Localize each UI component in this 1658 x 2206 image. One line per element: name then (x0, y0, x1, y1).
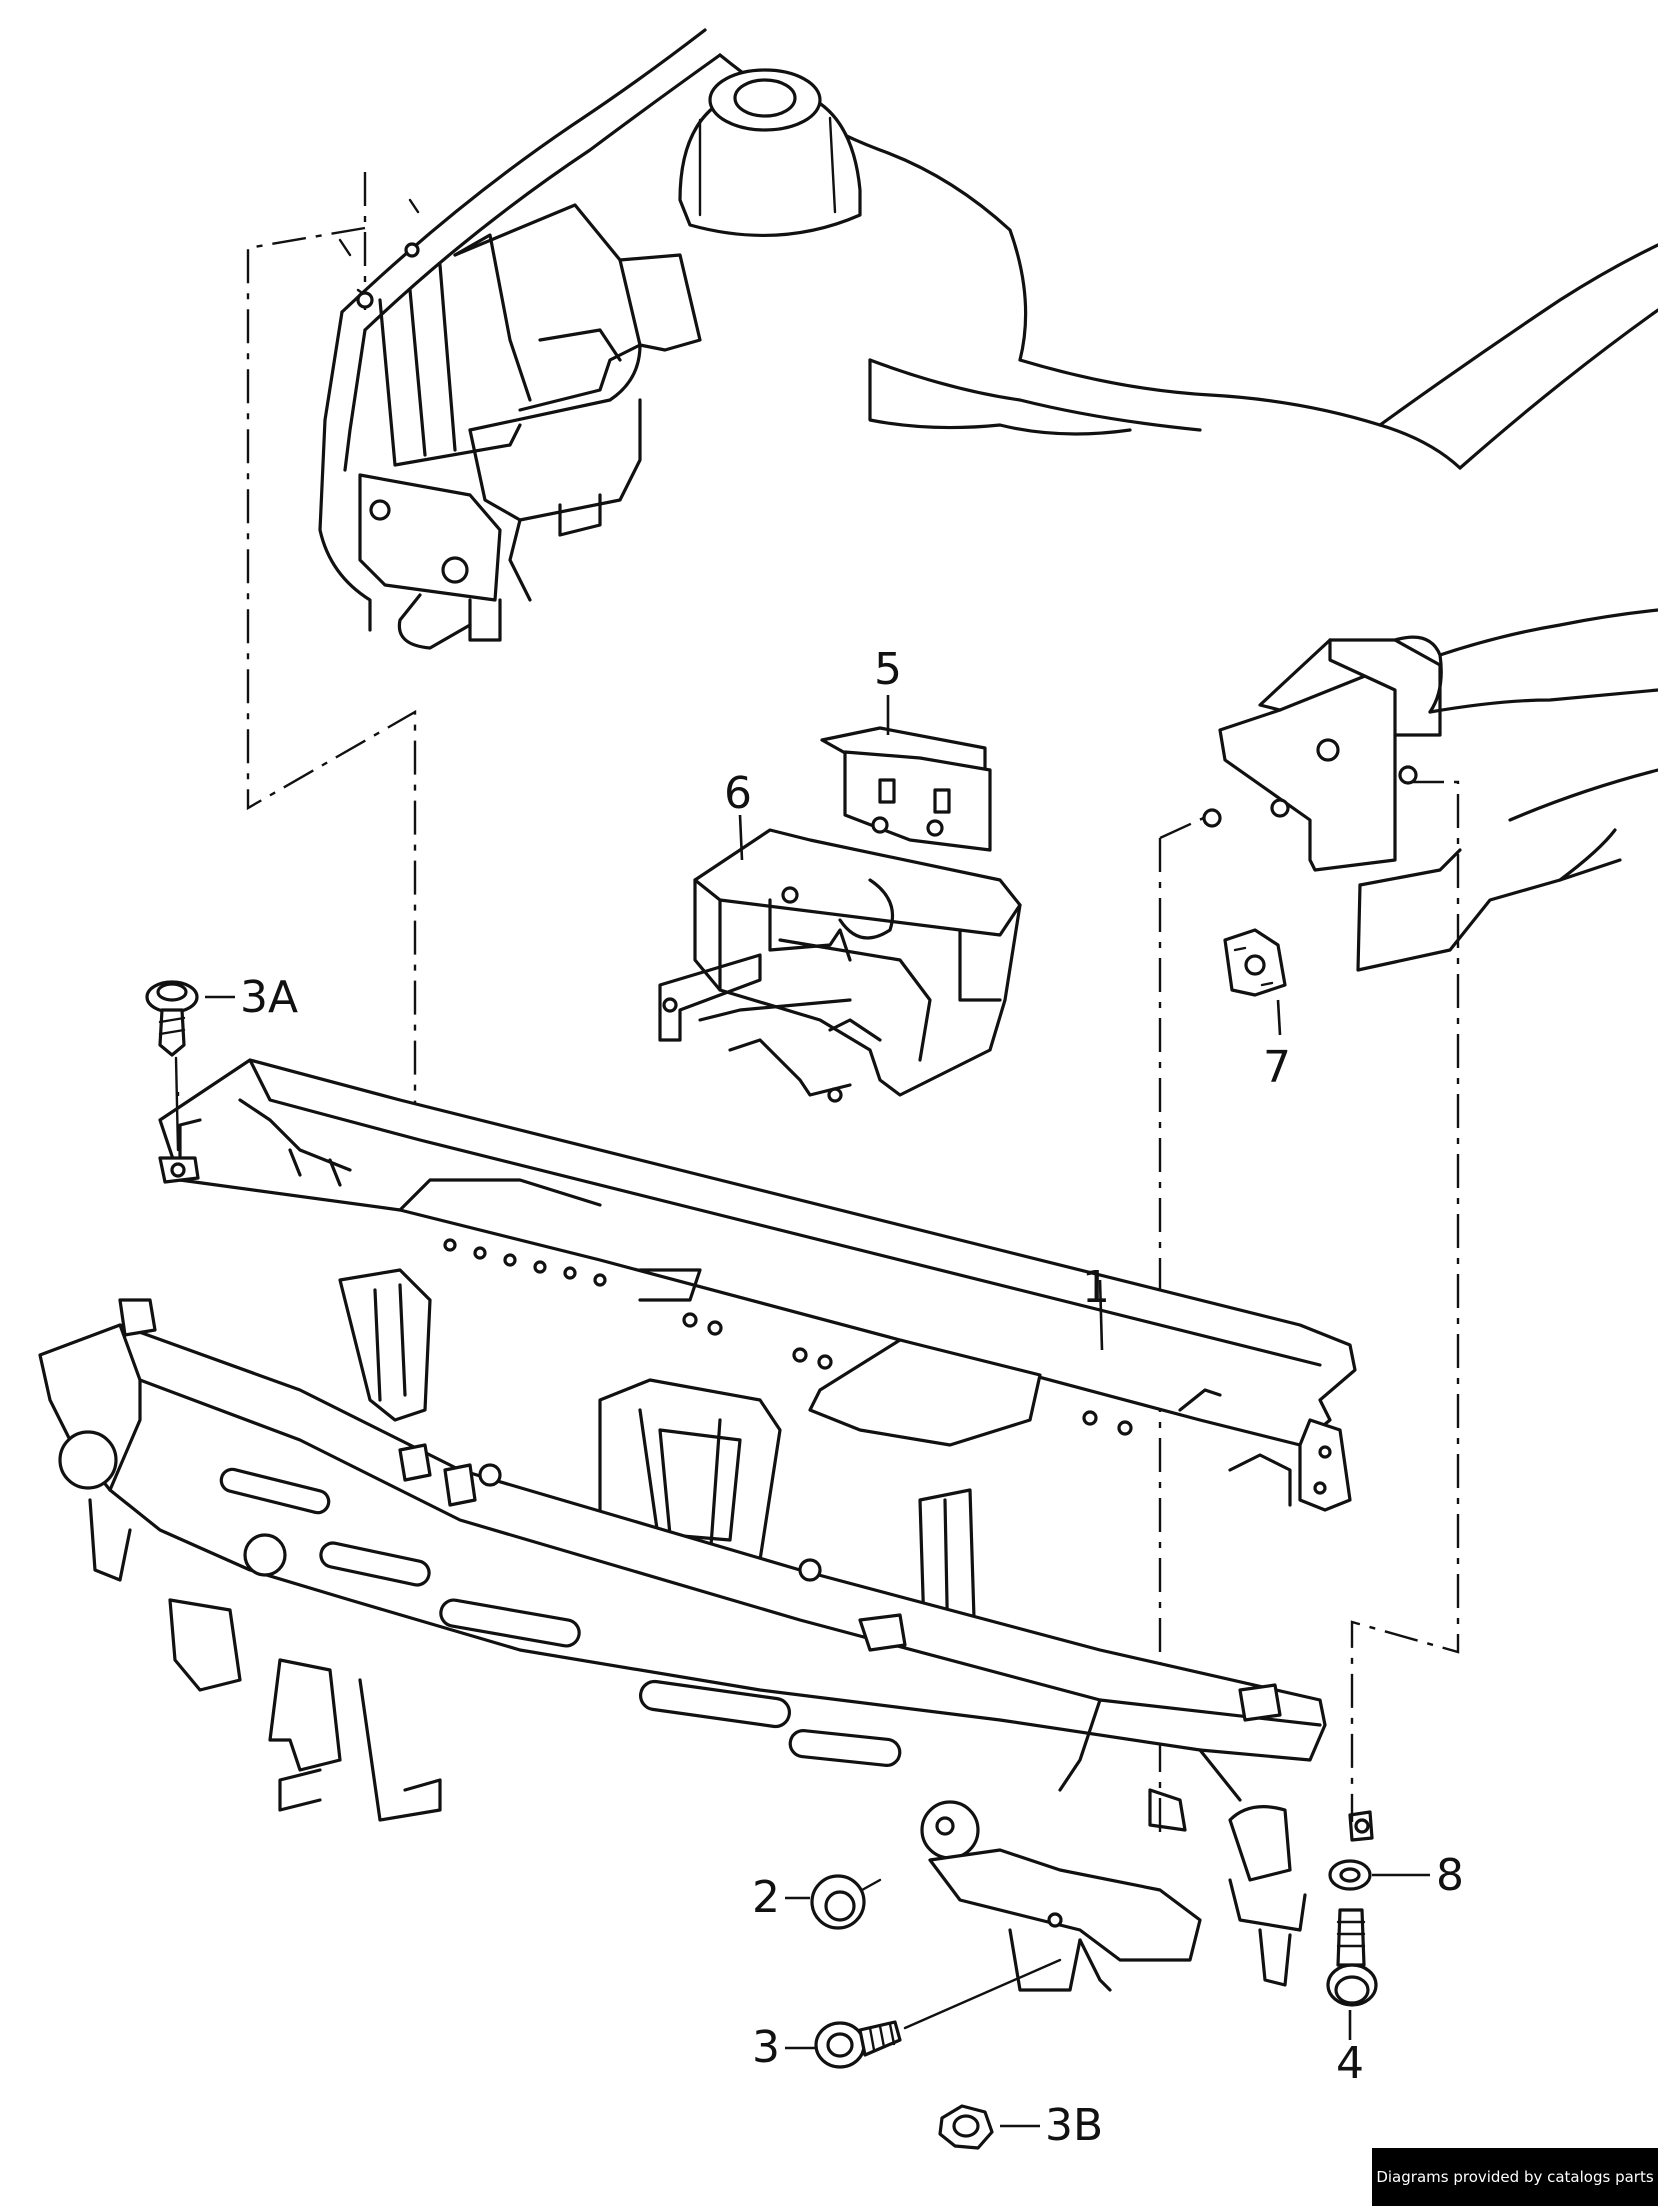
credit-banner: Diagrams provided by catalogs parts (1372, 2148, 1658, 2206)
fastener-3-bolt (814, 1958, 1062, 2069)
callout-7: 7 (1263, 1042, 1291, 1093)
callout-2: 2 (752, 1872, 780, 1923)
fastener-2-nut (810, 1874, 882, 1930)
fastener-3A-screw (145, 980, 199, 1152)
fastener-3B-nut (938, 2104, 994, 2150)
body-structure-right (1202, 608, 1658, 972)
body-structure-upper (318, 28, 1658, 650)
part-7-clip-nut (1223, 928, 1287, 997)
callout-3: 3 (752, 2022, 780, 2073)
leader-lines (205, 695, 1430, 2128)
callout-8: 8 (1436, 1850, 1464, 1901)
part-1-lock-carrier (38, 1058, 1374, 1992)
callout-6: 6 (724, 768, 752, 819)
part-5-bracket-plate (820, 726, 992, 852)
fastener-8-washer (1328, 1859, 1372, 1891)
callout-5: 5 (874, 644, 902, 695)
callout-4: 4 (1336, 2038, 1364, 2089)
fastener-4-bolt (1326, 1908, 1378, 2007)
callout-1: 1 (1082, 1262, 1110, 1313)
part-6-mounting-bracket (658, 828, 1022, 1103)
callouts: 1 2 3 3A 3B 4 5 6 7 8 (240, 644, 1464, 2151)
callout-3a: 3A (240, 972, 298, 1023)
callout-3b: 3B (1045, 2100, 1103, 2151)
